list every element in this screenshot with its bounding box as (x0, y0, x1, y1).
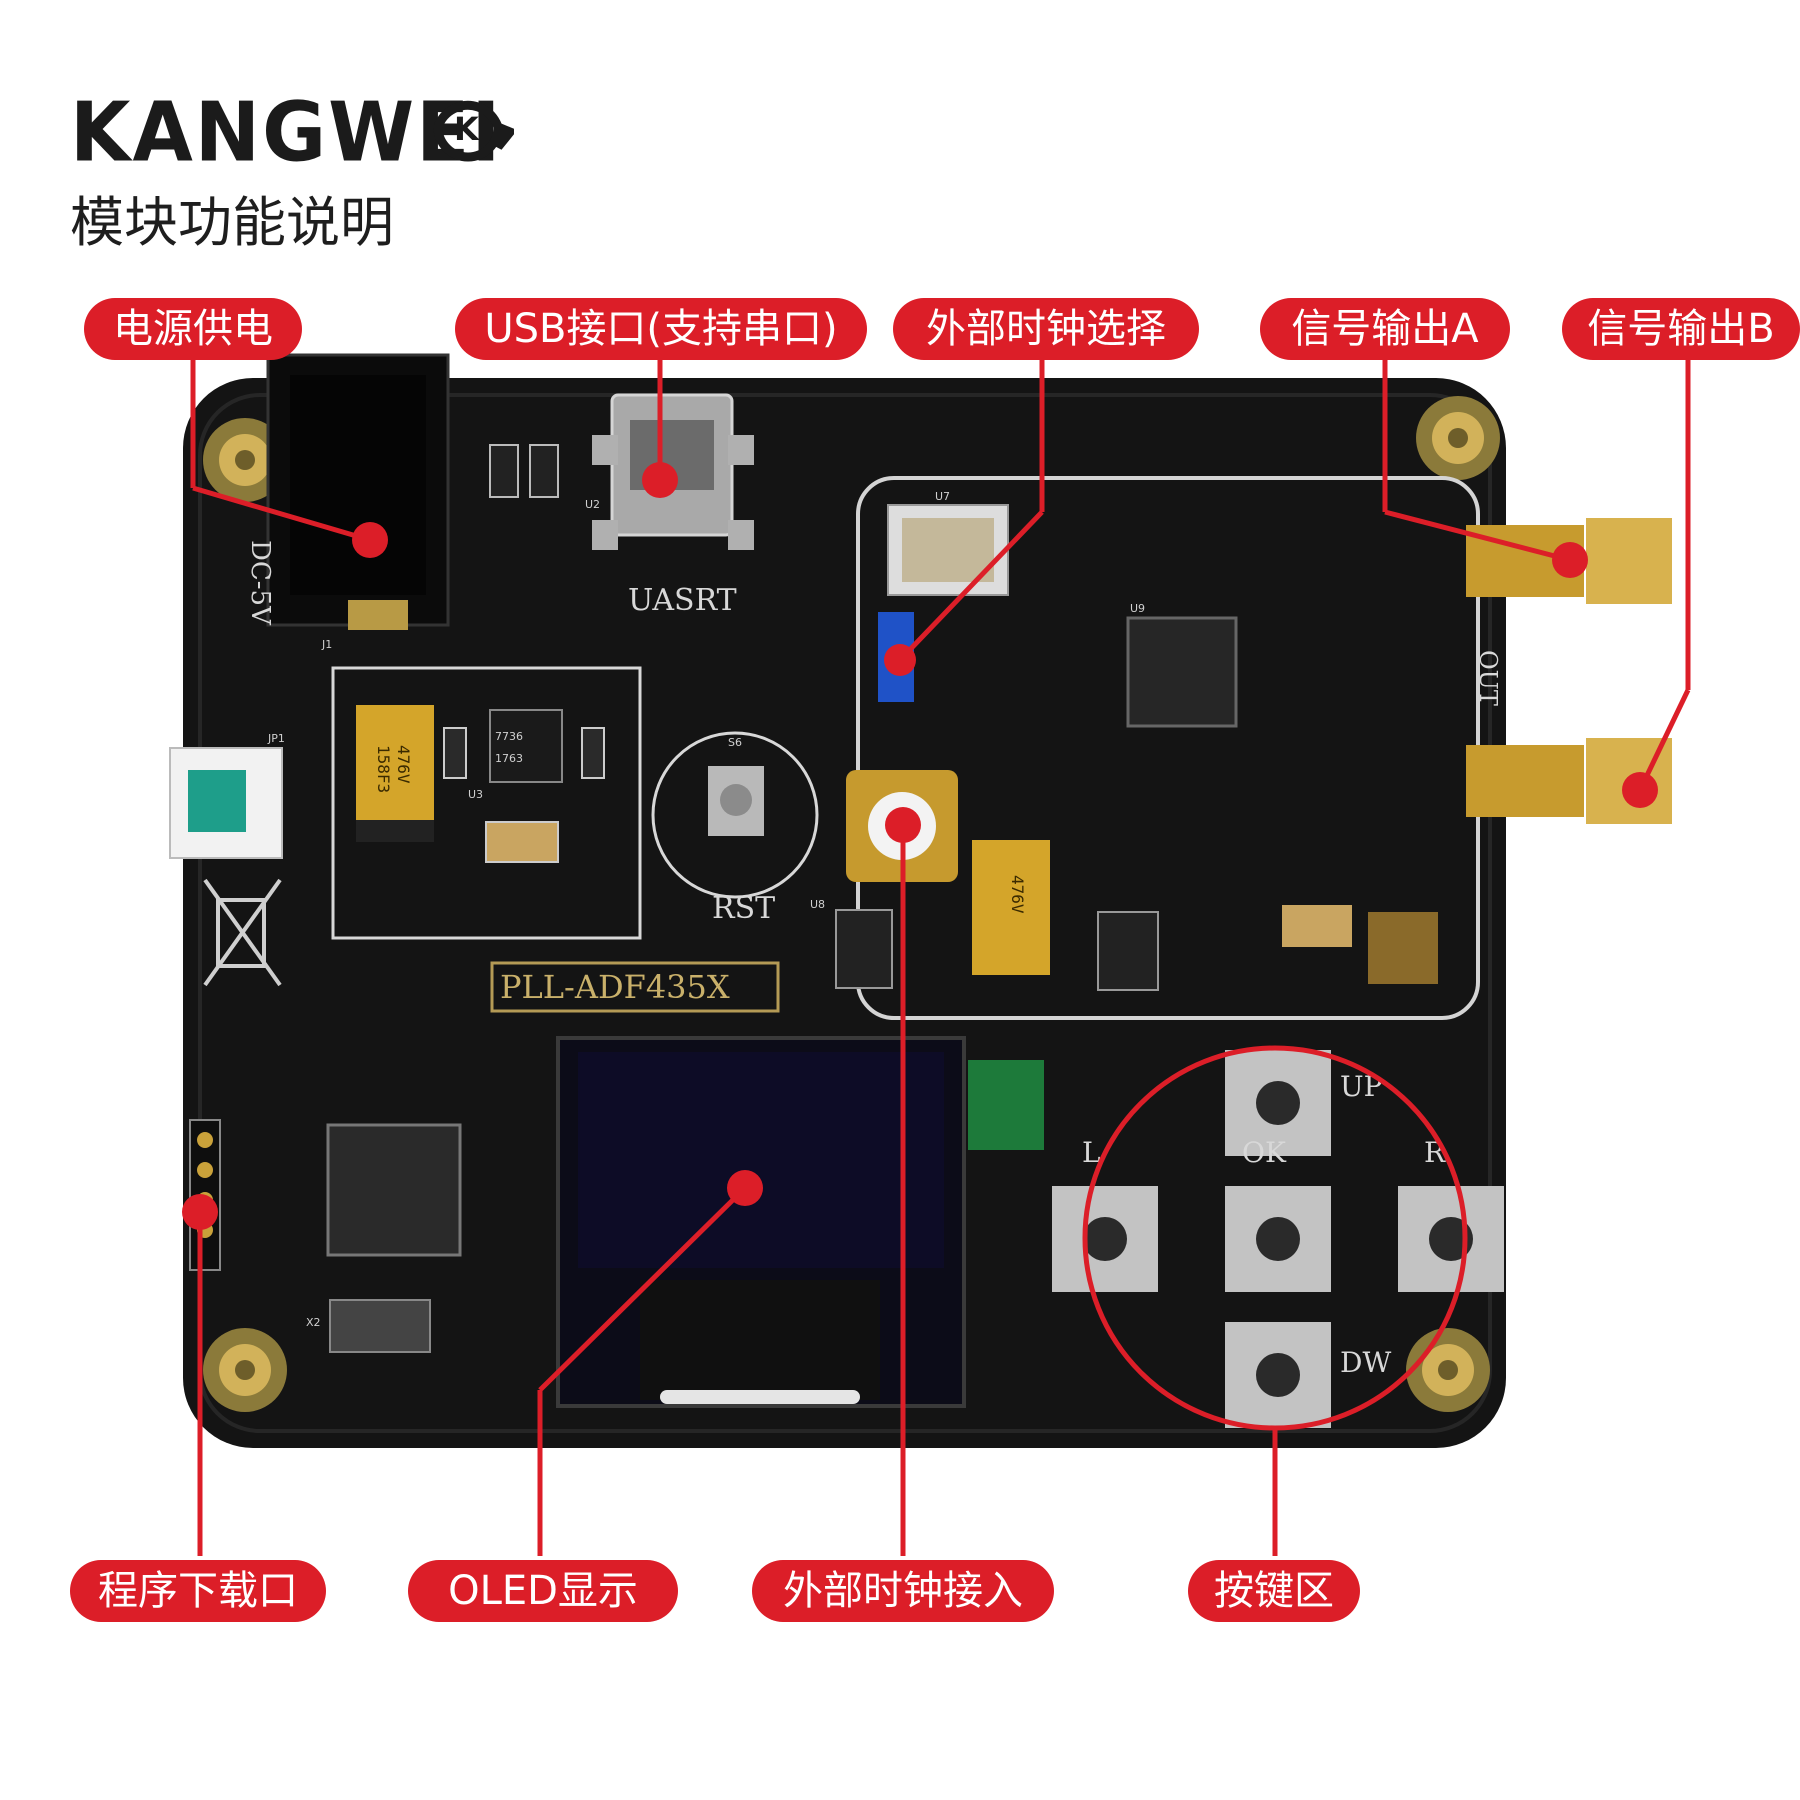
mounting-holes (203, 396, 1500, 1412)
key-down (1225, 1322, 1331, 1428)
callout-output-a: 信号输出A (1260, 298, 1510, 360)
key-left-label: L (1082, 1136, 1101, 1169)
x2-label: X2 (306, 1316, 321, 1329)
callout-ext-clock-select: 外部时钟选择 (893, 298, 1199, 360)
key-right (1398, 1186, 1504, 1292)
u3-label: U3 (468, 788, 483, 801)
green-pad (968, 1060, 1044, 1150)
tantalum-cap-right (972, 840, 1050, 975)
dc-power-jack (266, 353, 450, 630)
callout-oled: OLED显示 (408, 1560, 678, 1622)
jp1-switch (169, 747, 283, 859)
key-up (1225, 1050, 1331, 1156)
reg-code-b: 1763 (495, 752, 523, 765)
callout-keys: 按键区 (1188, 1560, 1360, 1622)
regulator-u3 (489, 709, 563, 783)
dc-label: DC-5V (245, 540, 275, 626)
brand-logo-letter: K (454, 110, 480, 148)
callout-power: 电源供电 (84, 298, 302, 360)
key-ok (1225, 1186, 1331, 1292)
s6-label: S6 (728, 736, 742, 749)
key-left (1052, 1186, 1158, 1292)
u2-label: U2 (585, 498, 600, 511)
cap-code-right: 476V (1008, 875, 1027, 914)
callout-program-port: 程序下载口 (70, 1560, 326, 1622)
u7-label: U7 (935, 490, 950, 503)
reg-code-a: 7736 (495, 730, 523, 743)
crystal-oscillator (887, 504, 1009, 596)
weee-bin-icon (203, 878, 282, 987)
brand-wordmark: KANGWEI (70, 86, 503, 181)
board-name: PLL-ADF435X (500, 968, 730, 1006)
u9-label: U9 (1130, 602, 1145, 615)
key-down-label: DW (1340, 1346, 1391, 1379)
u8-label: U8 (810, 898, 825, 911)
tantalum-cap-left (356, 705, 434, 842)
out-label: OUT (1474, 650, 1502, 706)
j1-label: J1 (321, 638, 332, 651)
pll-chip-u9 (1126, 616, 1238, 728)
jp1-label: JP1 (267, 732, 285, 745)
annotation-overlay (182, 350, 1691, 1556)
cap-code2-left: 158F3 (374, 745, 393, 793)
callout-usb: USB接口(支持串口) (455, 298, 867, 360)
cap-code-left: 476V (394, 745, 413, 784)
callout-output-b: 信号输出B (1562, 298, 1800, 360)
mcu-chip (326, 1123, 462, 1257)
callout-ext-clock-in: 外部时钟接入 (752, 1560, 1054, 1622)
rst-label: RST (712, 891, 775, 926)
page-subtitle: 模块功能说明 (70, 191, 394, 254)
key-ok-label: OK (1242, 1136, 1287, 1169)
oled-screen (556, 1036, 966, 1408)
reset-button-area (651, 731, 819, 899)
crystal-x2 (329, 1299, 431, 1353)
brand-logo-icon: K (433, 100, 514, 162)
uasrt-label: UASRT (628, 583, 737, 618)
